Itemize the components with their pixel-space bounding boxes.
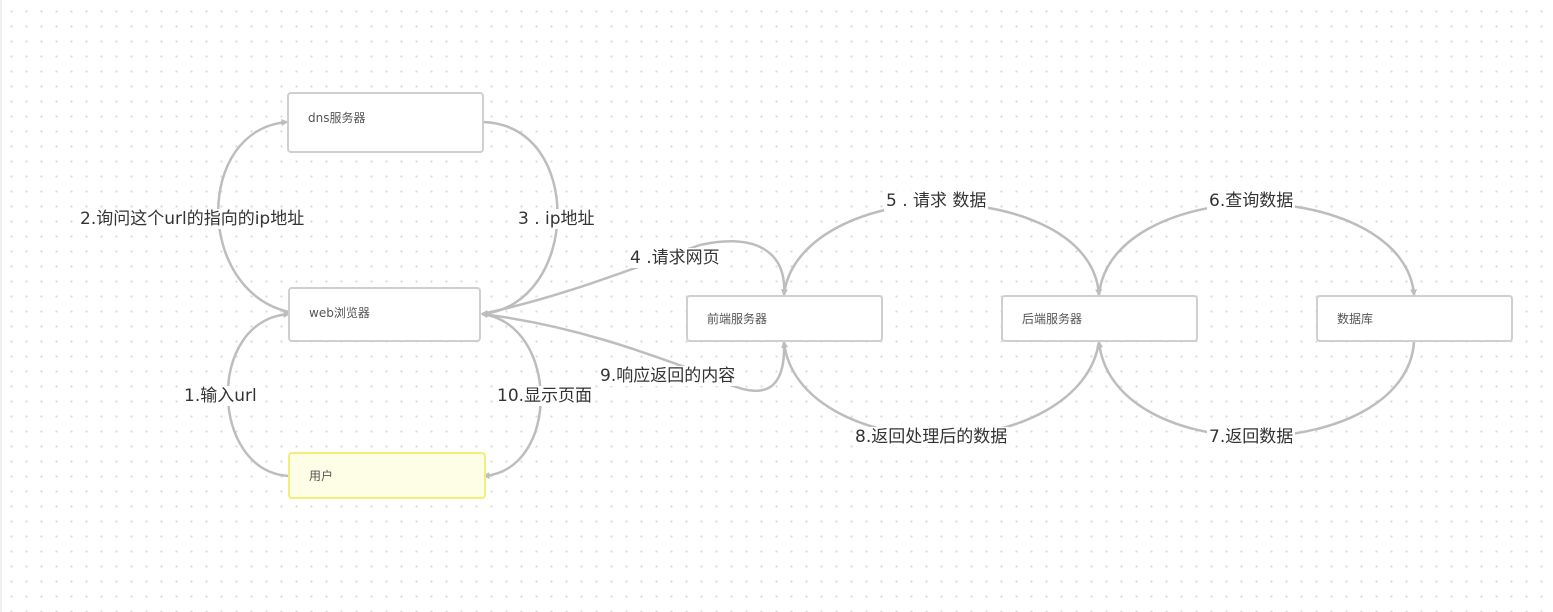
edge-label-step8: 8.返回处理后的数据 bbox=[853, 427, 1010, 447]
edge-label-step2: 2.询问这个url的指向的ip地址 bbox=[78, 209, 307, 229]
database-node[interactable]: 数据库 bbox=[1316, 295, 1513, 342]
edge-label-step1: 1.输入url bbox=[182, 386, 259, 406]
database-label: 数据库 bbox=[1337, 312, 1374, 326]
backend-server-node[interactable]: 后端服务器 bbox=[1001, 295, 1198, 342]
user-node[interactable]: 用户 bbox=[288, 452, 486, 499]
edge-backend-to-database bbox=[1097, 201, 1418, 297]
frontend-server-label: 前端服务器 bbox=[707, 312, 768, 326]
edge-label-step3: 3 . ip地址 bbox=[516, 209, 597, 229]
edge-frontend-to-backend bbox=[782, 201, 1103, 297]
web-browser-label: web浏览器 bbox=[309, 306, 370, 320]
web-browser-node[interactable]: web浏览器 bbox=[288, 287, 481, 342]
user-label: 用户 bbox=[309, 469, 334, 483]
canvas-left-edge bbox=[0, 0, 2, 612]
backend-server-label: 后端服务器 bbox=[1022, 312, 1083, 326]
dns-server-node[interactable]: dns服务器 bbox=[287, 92, 484, 153]
frontend-server-node[interactable]: 前端服务器 bbox=[686, 295, 883, 342]
edge-label-step10: 10.显示页面 bbox=[495, 386, 595, 406]
edge-label-step5: 5 . 请求 数据 bbox=[884, 191, 989, 211]
edge-label-step7: 7.返回数据 bbox=[1207, 427, 1296, 447]
edge-label-step6: 6.查询数据 bbox=[1207, 191, 1296, 211]
edge-backend-to-frontend bbox=[781, 340, 1101, 439]
dns-server-label: dns服务器 bbox=[308, 111, 366, 125]
edge-label-step4: 4 .请求网页 bbox=[628, 248, 722, 268]
edge-database-to-backend bbox=[1096, 340, 1416, 439]
edge-label-step9: 9.响应返回的内容 bbox=[598, 366, 738, 386]
